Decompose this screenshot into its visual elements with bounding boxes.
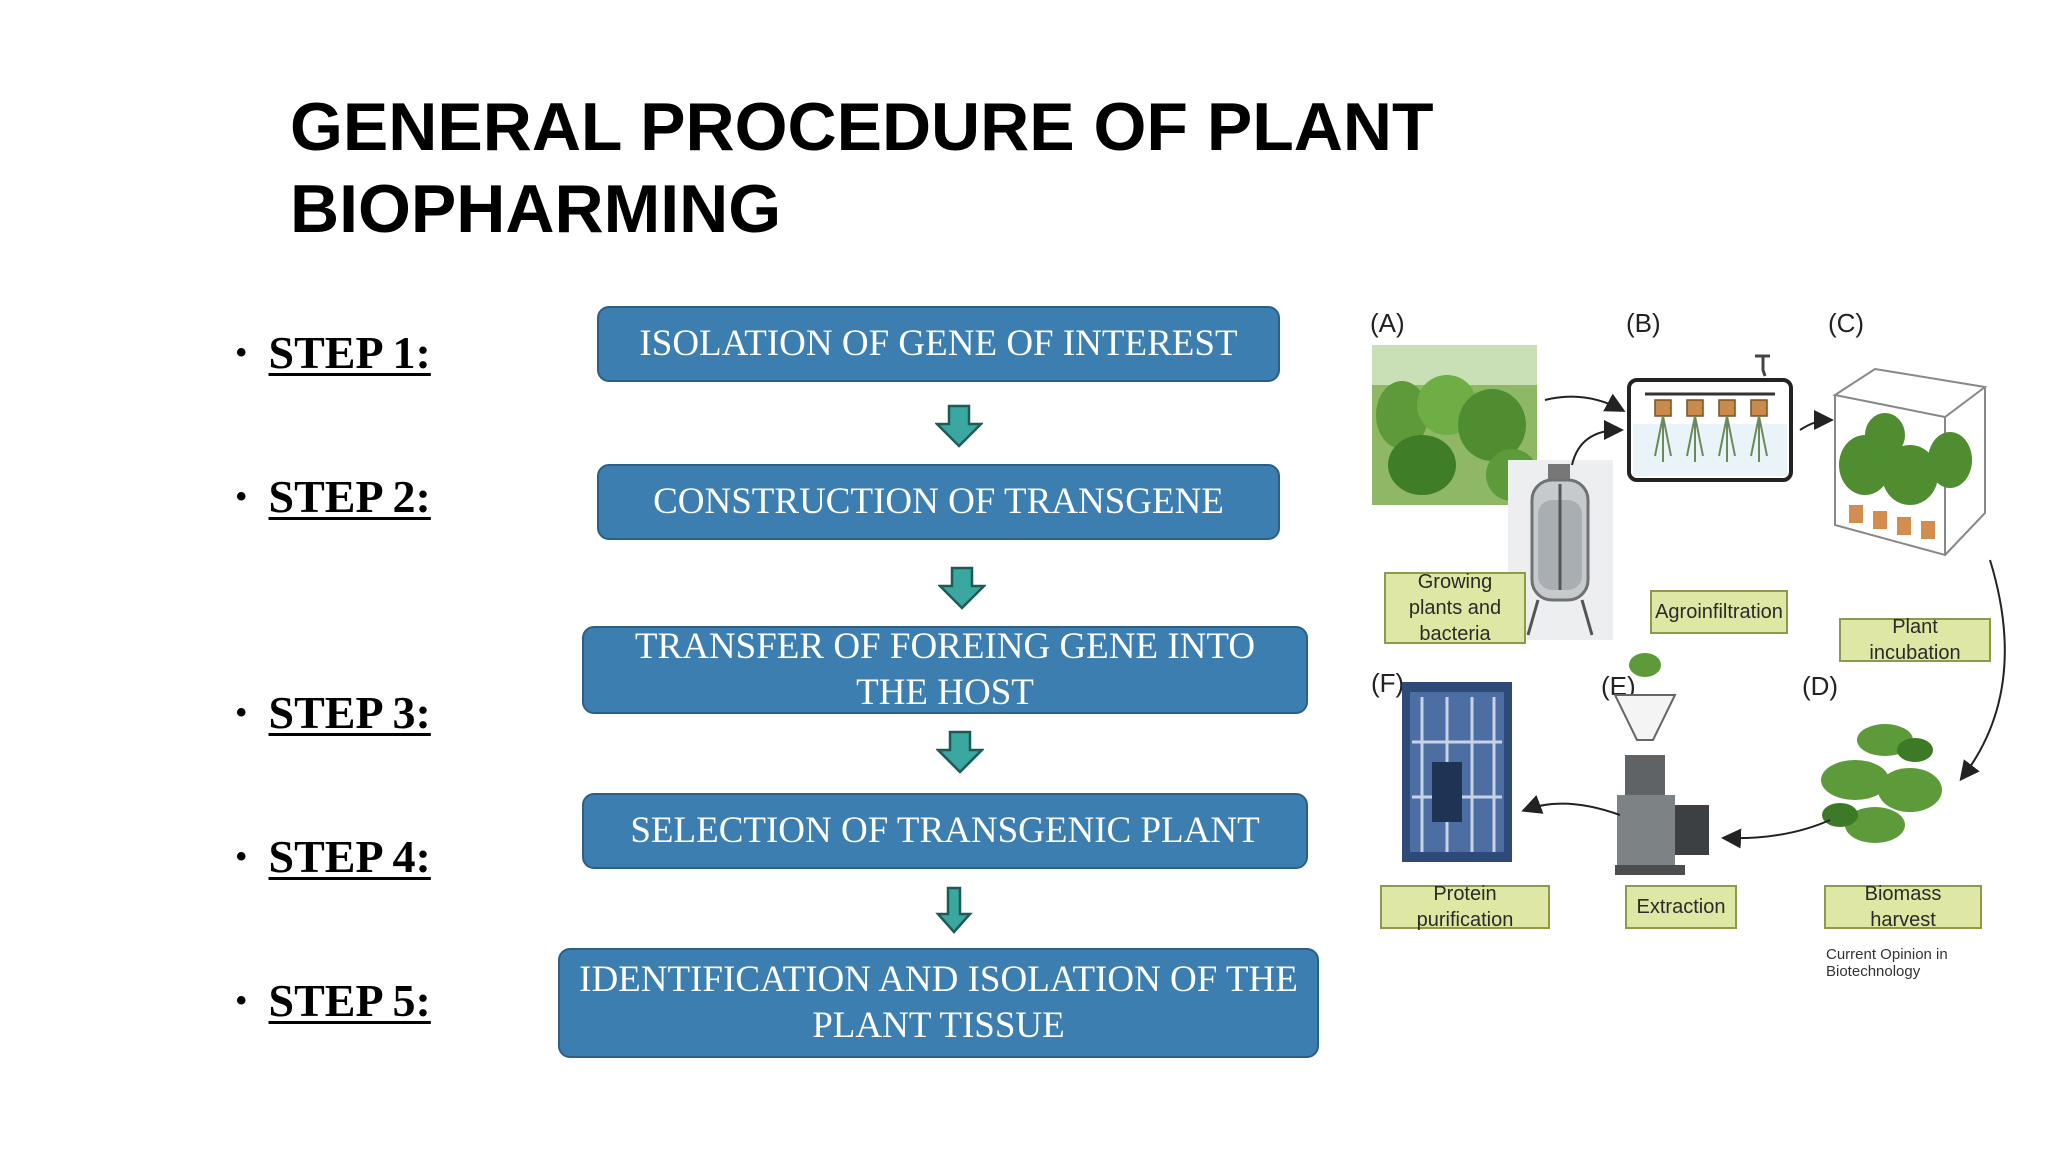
step-1-label: STEP 1: <box>268 327 431 378</box>
growing-plants-label: Growing plants and bacteria <box>1384 571 1526 645</box>
step-2-label: STEP 2: <box>268 471 431 522</box>
biomass-harvest-label: Biomass harvest <box>1824 883 1982 931</box>
panel-letter-d: (D) <box>1802 671 1839 701</box>
step-4-label: STEP 4: <box>268 831 431 882</box>
bullet: • <box>236 696 247 729</box>
plant-incubation-chamber-image <box>1832 367 1988 557</box>
bullet: • <box>236 840 247 873</box>
step-2-item: • STEP 2: <box>236 470 431 523</box>
panel-letter-b: (B) <box>1626 308 1661 338</box>
flow-box-step-2: CONSTRUCTION OF TRANSGENE <box>597 464 1280 540</box>
biomass-harvest-image <box>1821 724 1942 843</box>
bioreactor-image <box>1508 460 1613 640</box>
agroinfiltration-label: Agroinfiltration <box>1650 590 1788 634</box>
down-arrow-icon <box>935 404 983 448</box>
panel-letter-a: (A) <box>1370 308 1405 338</box>
agroinfiltration-tank-image <box>1627 354 1793 482</box>
page-title: GENERAL PROCEDURE OF PLANT BIOPHARMING <box>290 89 1434 247</box>
step-1-item: • STEP 1: <box>236 326 431 379</box>
flow-box-step-3: TRANSFER OF FOREING GENE INTO THE HOST <box>582 626 1308 714</box>
step-4-item: • STEP 4: <box>236 830 431 883</box>
biopharming-process-figure: (A) (B) (C) (F) (E) (D) <box>1340 290 2030 990</box>
panel-letter-f: (F) <box>1371 668 1405 698</box>
step-3-label: STEP 3: <box>268 687 431 738</box>
greenhouse-plants-image <box>1372 345 1607 535</box>
bullet: • <box>236 336 247 369</box>
bullet: • <box>236 984 247 1017</box>
down-arrow-icon <box>935 886 973 934</box>
panel-letter-c: (C) <box>1828 308 1865 338</box>
flow-box-step-5: IDENTIFICATION AND ISOLATION OF THE PLAN… <box>558 948 1319 1058</box>
flow-box-step-1: ISOLATION OF GENE OF INTEREST <box>597 306 1280 382</box>
protein-purification-label: Protein purification <box>1380 883 1550 931</box>
flow-box-step-4: SELECTION OF TRANSGENIC PLANT <box>582 793 1308 869</box>
protein-purification-facility-image <box>1402 682 1512 862</box>
bullet: • <box>236 480 247 513</box>
plant-incubation-label: Plant incubation <box>1839 616 1991 664</box>
extraction-label: Extraction <box>1625 885 1737 929</box>
step-5-item: • STEP 5: <box>236 974 431 1027</box>
figure-credit: Current Opinion in Biotechnology <box>1826 946 1948 980</box>
down-arrow-icon <box>936 730 984 774</box>
step-5-label: STEP 5: <box>268 975 431 1026</box>
process-flow-arrows <box>1521 393 2006 849</box>
extraction-grinder-image <box>1613 653 1709 875</box>
down-arrow-icon <box>938 566 986 610</box>
step-3-item: • STEP 3: <box>236 686 431 739</box>
